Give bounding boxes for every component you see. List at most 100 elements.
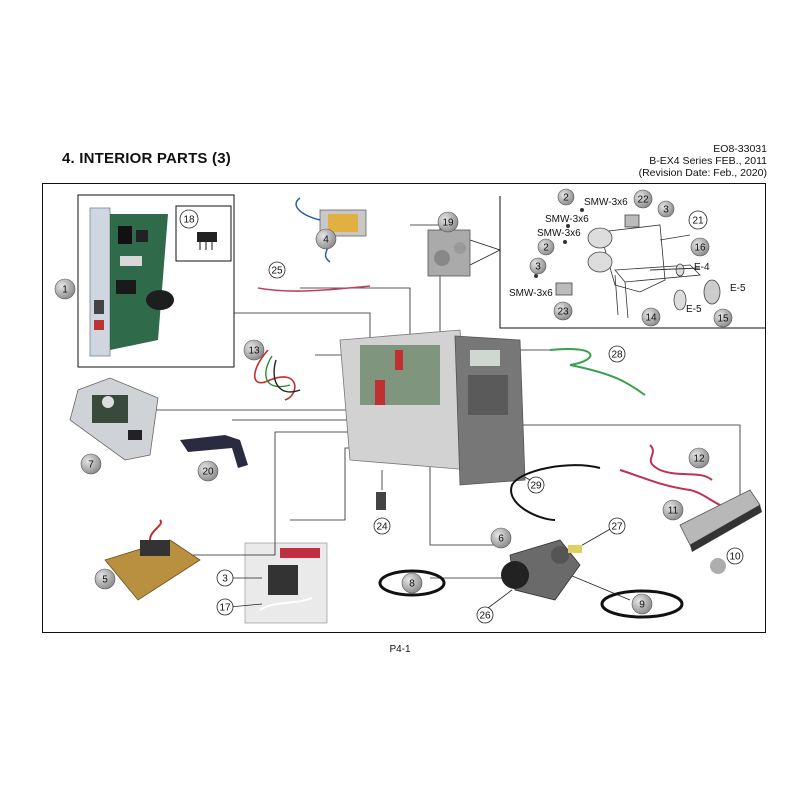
exploded-view-parts	[534, 208, 721, 319]
svg-text:17: 17	[219, 603, 231, 614]
series-line: B-EX4 Series FEB., 2011	[649, 155, 767, 167]
callout-4: 4	[315, 228, 337, 250]
callout-11: 11	[662, 499, 684, 521]
svg-text:2: 2	[563, 193, 569, 204]
svg-text:10: 10	[729, 552, 741, 563]
svg-text:1: 1	[62, 285, 68, 296]
svg-text:18: 18	[183, 215, 195, 226]
svg-text:27: 27	[611, 522, 623, 533]
callout-12: 12	[688, 447, 710, 469]
page-title: 4. INTERIOR PARTS (3)	[62, 150, 231, 167]
revision-line: (Revision Date: Feb., 2020)	[638, 167, 767, 179]
doc-number: EO8-33031	[713, 143, 767, 155]
callout-25: 25	[268, 261, 286, 279]
callout-3: 3	[529, 257, 547, 275]
callout-8: 8	[401, 572, 423, 594]
svg-text:11: 11	[668, 506, 679, 517]
svg-text:8: 8	[409, 579, 415, 590]
svg-text:9: 9	[639, 600, 645, 611]
label-e-4: E-4	[694, 262, 710, 273]
svg-text:29: 29	[530, 481, 542, 492]
label-smw-3x6: SMW-3x6	[509, 288, 553, 299]
callout-16: 16	[690, 237, 710, 257]
callout-3: 3	[216, 569, 234, 587]
part-7-power-supply	[69, 377, 159, 461]
label-e-5: E-5	[686, 304, 702, 315]
part-17-sensor-detail	[259, 548, 320, 611]
callout-24: 24	[373, 517, 391, 535]
part-11-harness	[619, 469, 721, 506]
callout-17: 17	[216, 598, 234, 616]
svg-text:5: 5	[102, 575, 108, 586]
part-18-connector	[197, 232, 217, 250]
printer-body	[339, 329, 526, 486]
svg-text:4: 4	[323, 235, 329, 246]
part-1-main-pcb	[89, 207, 174, 357]
part-26-motor-assembly	[501, 539, 582, 601]
callout-9: 9	[631, 593, 653, 615]
part-19-bracket	[427, 229, 471, 277]
svg-text:23: 23	[557, 307, 569, 318]
callout-15: 15	[713, 308, 733, 328]
callout-14: 14	[641, 307, 661, 327]
svg-text:2: 2	[543, 243, 549, 254]
svg-text:7: 7	[88, 460, 94, 471]
callout-28: 28	[608, 345, 626, 363]
callout-13: 13	[243, 339, 265, 361]
svg-text:16: 16	[694, 243, 706, 254]
svg-text:13: 13	[248, 346, 260, 357]
part-9-belt	[600, 589, 684, 619]
callout-6: 6	[490, 527, 512, 549]
part-12-harness	[649, 444, 713, 481]
svg-text:3: 3	[222, 574, 228, 585]
svg-text:3: 3	[535, 262, 541, 273]
svg-text:21: 21	[692, 216, 704, 227]
callout-20: 20	[197, 460, 219, 482]
callout-26: 26	[476, 606, 494, 624]
part-4-solenoid	[295, 197, 367, 263]
inset-exploded-box	[499, 196, 766, 329]
callout-7: 7	[80, 453, 102, 475]
callout-1: 1	[54, 278, 76, 300]
callout-21: 21	[688, 210, 708, 230]
callout-23: 23	[553, 301, 573, 321]
label-smw-3x6: SMW-3x6	[537, 228, 581, 239]
document-header: EO8-33031 B-EX4 Series FEB., 2011 (Revis…	[639, 143, 767, 179]
svg-text:12: 12	[693, 454, 705, 465]
page-number: P4-1	[389, 644, 411, 655]
part-10-print-head	[679, 489, 762, 574]
callout-22: 22	[633, 189, 653, 209]
part-25-harness	[257, 285, 371, 292]
diagram-frame	[42, 183, 766, 633]
part-13-harness	[254, 349, 301, 401]
callout-2: 2	[537, 238, 555, 256]
callout-29: 29	[527, 476, 545, 494]
svg-text:28: 28	[611, 350, 623, 361]
callout-3: 3	[657, 200, 675, 218]
callout-10: 10	[726, 547, 744, 565]
part-8-belt	[378, 569, 446, 597]
svg-text:20: 20	[202, 467, 214, 478]
svg-text:19: 19	[442, 218, 454, 229]
svg-text:15: 15	[717, 314, 729, 325]
svg-text:25: 25	[271, 266, 283, 277]
callout-5: 5	[94, 568, 116, 590]
label-e-5: E-5	[730, 283, 746, 294]
part-24-clip	[376, 492, 386, 510]
part-20-bracket	[180, 435, 248, 468]
part-29-cable	[510, 464, 601, 521]
svg-text:14: 14	[645, 313, 657, 324]
svg-text:24: 24	[376, 522, 388, 533]
svg-text:26: 26	[479, 611, 491, 622]
svg-text:6: 6	[498, 534, 504, 545]
callout-19: 19	[437, 211, 459, 233]
callout-27: 27	[608, 517, 626, 535]
label-smw-3x6: SMW-3x6	[545, 214, 589, 225]
callout-2: 2	[557, 188, 575, 206]
part-28-harness	[549, 348, 646, 396]
callout-18: 18	[179, 209, 199, 229]
svg-text:22: 22	[637, 195, 649, 206]
label-smw-3x6: SMW-3x6	[584, 197, 628, 208]
part-5-sensor-pcb	[104, 519, 201, 601]
